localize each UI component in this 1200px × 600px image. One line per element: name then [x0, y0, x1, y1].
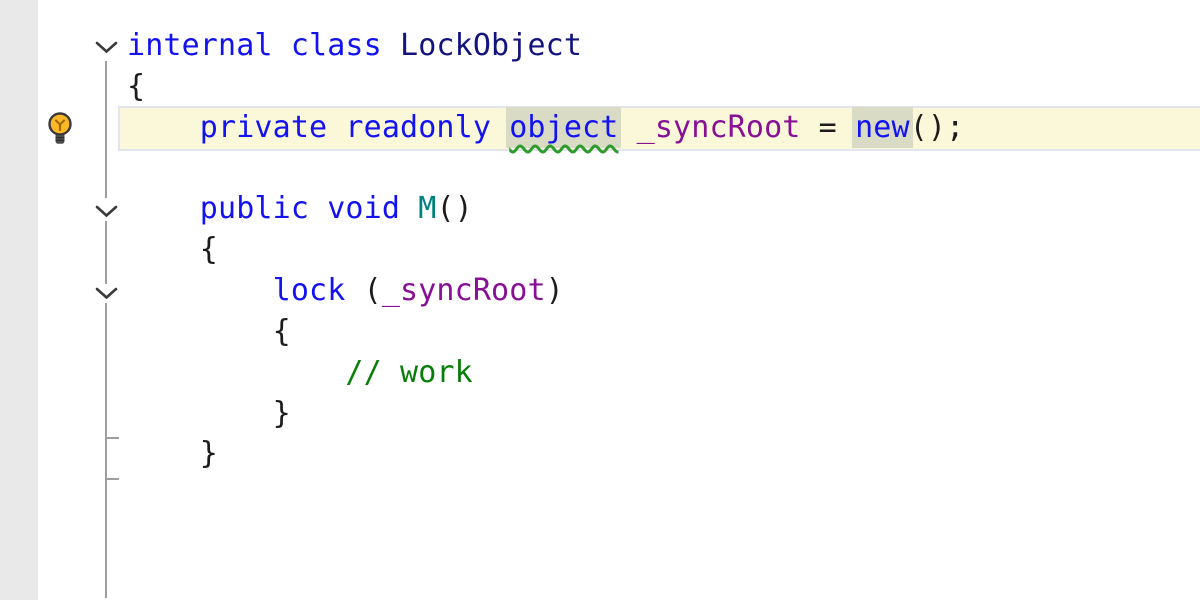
code-token-comment: // work — [127, 354, 473, 390]
code-token-punct: { — [127, 68, 146, 104]
code-line: { — [127, 230, 1200, 271]
code-line: { — [127, 312, 1200, 353]
code-token-field: _syncRoot — [381, 273, 546, 309]
code-area[interactable]: internal class LockObject{ private reado… — [120, 26, 1200, 475]
code-line: public void M() — [127, 189, 1200, 230]
code-token-keyword: object — [509, 109, 619, 145]
code-line: } — [127, 394, 1200, 435]
code-token-punct: (); — [909, 109, 965, 145]
chevron-down-icon[interactable] — [95, 40, 118, 55]
code-token-keyword: private readonly — [127, 109, 510, 145]
fold-region-end-tick — [105, 478, 119, 480]
code-line: // work — [127, 353, 1200, 394]
code-token-punct: () — [436, 191, 473, 227]
chevron-down-icon[interactable] — [95, 204, 118, 219]
code-token-keyword: internal class — [127, 28, 401, 63]
fold-region-end-tick — [105, 437, 119, 439]
code-token-class_name: LockObject — [400, 28, 583, 63]
code-token-keyword: lock — [127, 273, 346, 309]
code-token-punct: } — [127, 436, 219, 472]
code-token-punct: } — [127, 395, 291, 431]
fold-region-line — [105, 221, 107, 284]
code-line: { — [127, 67, 1200, 108]
code-line: } — [127, 434, 1200, 475]
code-token-keyword: new — [855, 109, 910, 145]
code-token-punct: { — [127, 232, 219, 268]
code-token-punct: { — [127, 313, 291, 349]
code-token-keyword: public void — [127, 191, 419, 227]
code-line-highlighted: private readonly object _syncRoot = new(… — [120, 107, 1200, 149]
lightbulb-icon[interactable] — [46, 111, 74, 147]
code-token-field: _syncRoot — [636, 109, 801, 145]
chevron-down-icon[interactable] — [95, 286, 118, 301]
code-token-method: M — [418, 191, 437, 227]
code-line: lock (_syncRoot) — [127, 271, 1200, 312]
fold-region-line — [105, 303, 107, 598]
code-line: internal class LockObject — [127, 26, 1200, 67]
code-token-punct: ) — [545, 273, 564, 309]
code-token-punct: ( — [345, 273, 382, 309]
code-line — [127, 149, 1200, 190]
code-token-punct — [618, 110, 636, 145]
gutter-strip — [0, 0, 38, 600]
fold-region-line — [105, 61, 107, 198]
code-token-punct: = — [800, 109, 856, 145]
